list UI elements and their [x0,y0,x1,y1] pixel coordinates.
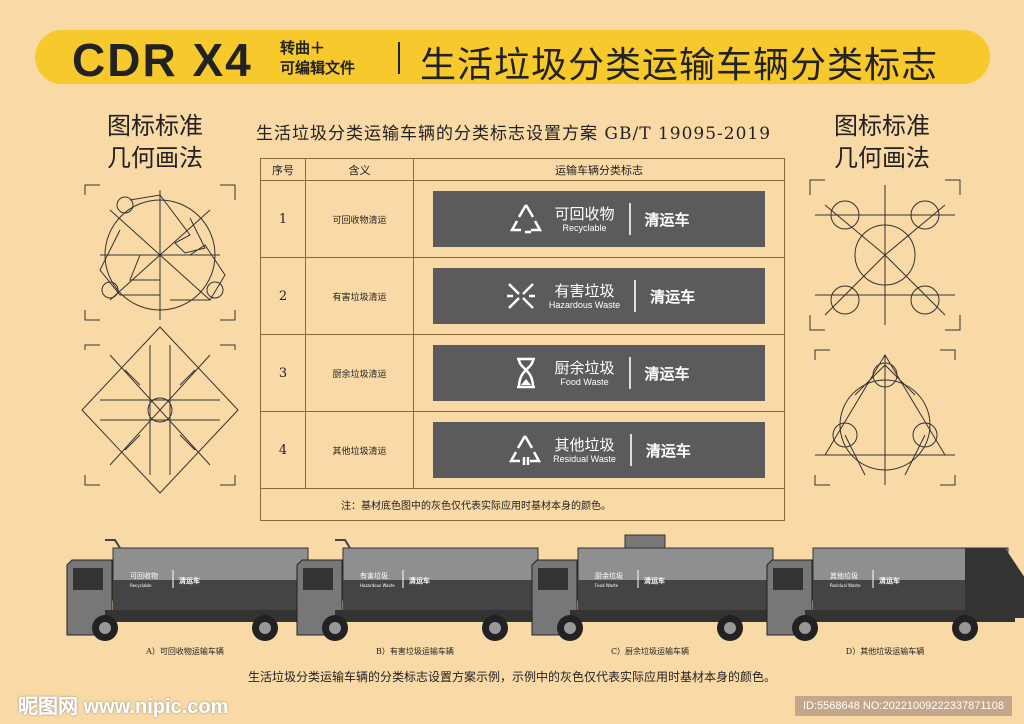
truck-sign-en: Recyclable [130,583,152,588]
truck-illustrations: 可回收物 Recyclable 清运车 有害垃圾 Hazardous Waste… [66,534,1024,641]
row-meaning: 厨余垃圾清运 [305,334,414,412]
truck-sign-en: Hazardous Waste [360,583,395,588]
sign-en: Residual Waste [553,454,616,464]
row-no: 3 [260,334,306,412]
divider [398,42,400,74]
sign-divider [628,357,631,389]
sign-cn: 有害垃圾 [554,282,615,300]
sign-vehicle-label: 清运车 [644,210,690,229]
truck: 有害垃圾 Hazardous Waste 清运车 [296,539,545,641]
residual-icon [509,435,542,465]
row-meaning: 可回收物清运 [305,180,414,258]
row-meaning: 有害垃圾清运 [305,257,414,335]
truck: 可回收物 Recyclable 清运车 [66,539,315,641]
image-id-badge: ID:5568648 NO:20221009222337871108 [794,696,1012,716]
sign-vehicle-label: 清运车 [650,287,696,306]
footer-note: 生活垃圾分类运输车辆的分类标志设置方案示例，示例中的灰色仅代表实际应用时基材本身… [247,670,776,684]
truck-sign-en: Food Waste [595,583,619,588]
recycle-icon [510,204,543,234]
sign-divider [628,203,631,235]
truck-sign-cn: 厨余垃圾 [595,571,623,580]
sign-cn: 可回收物 [554,205,615,223]
header-bar [35,30,990,84]
sign-vehicle-label: 清运车 [645,441,691,460]
header-meaning: 含义 [305,158,414,181]
truck-caption: A）可回收物运输车辆 [146,647,224,656]
sign-vehicle-label: 清运车 [644,364,690,383]
truck-caption: B）有害垃圾运输车辆 [376,647,454,656]
table-header-row: 序号含义运输车辆分类标志 [260,158,785,181]
side-line2: 几何画法 [834,144,930,172]
sign-en: Food Waste [560,377,609,387]
header-no: 序号 [260,158,306,181]
sign-divider [629,434,632,466]
truck-sign-cn: 可回收物 [130,571,158,580]
side-line2: 几何画法 [107,144,203,172]
row-no: 2 [260,257,306,335]
header-sign: 运输车辆分类标志 [413,158,785,181]
truck-vehicle-label: 清运车 [644,576,665,585]
sign-en: Hazardous Waste [548,300,621,310]
truck-sign-cn: 有害垃圾 [360,571,388,580]
sign-cn: 厨余垃圾 [554,359,615,377]
right-side-label: 图标标准几何画法 [822,110,942,174]
truck-vehicle-label: 清运车 [879,576,900,585]
truck-vehicle-label: 清运车 [409,576,430,585]
page-title: 生活垃圾分类运输车辆分类标志 [420,45,939,86]
table-note: 注：基材底色图中的灰色仅代表实际应用时基材本身的颜色。 [260,488,785,521]
row-no: 4 [260,411,306,489]
sub-line2: 可编辑文件 [280,59,356,77]
side-line1: 图标标准 [834,112,930,140]
truck-vehicle-label: 清运车 [179,576,200,585]
brand-text: CDR X4 [72,34,253,86]
sign-cn: 其他垃圾 [554,436,615,454]
truck: 其他垃圾 Residual Waste 清运车 [766,547,1024,641]
truck-caption: D）其他垃圾运输车辆 [845,647,925,656]
side-line1: 图标标准 [107,112,203,140]
truck: 厨余垃圾 Food Waste 清运车 [531,534,780,641]
sign-divider [634,280,637,312]
table-title: 生活垃圾分类运输车辆的分类标志设置方案 GB/T 19095-2019 [256,124,772,144]
recycle-geometry-icon [84,184,236,321]
sign-en: Recyclable [562,223,607,233]
food-waste-icon [517,357,536,389]
left-side-label: 图标标准几何画法 [95,110,215,174]
row-no: 1 [260,180,306,258]
hazardous-geometry-icon [81,326,239,494]
sub-line1: 转曲＋ [280,39,326,57]
hazardous-icon [506,283,535,309]
subtitle-badge: 转曲＋ 可编辑文件 [280,38,355,78]
truck-caption: C）厨余垃圾运输车辆 [610,647,690,656]
truck-sign-en: Residual Waste [830,583,861,588]
row-meaning: 其他垃圾清运 [305,411,414,489]
watermark-logo: 昵图网 www.nipic.com [18,696,229,718]
truck-sign-cn: 其他垃圾 [830,571,858,580]
hazardous-geometry-icon-right [809,179,961,331]
residual-geometry-icon [814,349,956,486]
